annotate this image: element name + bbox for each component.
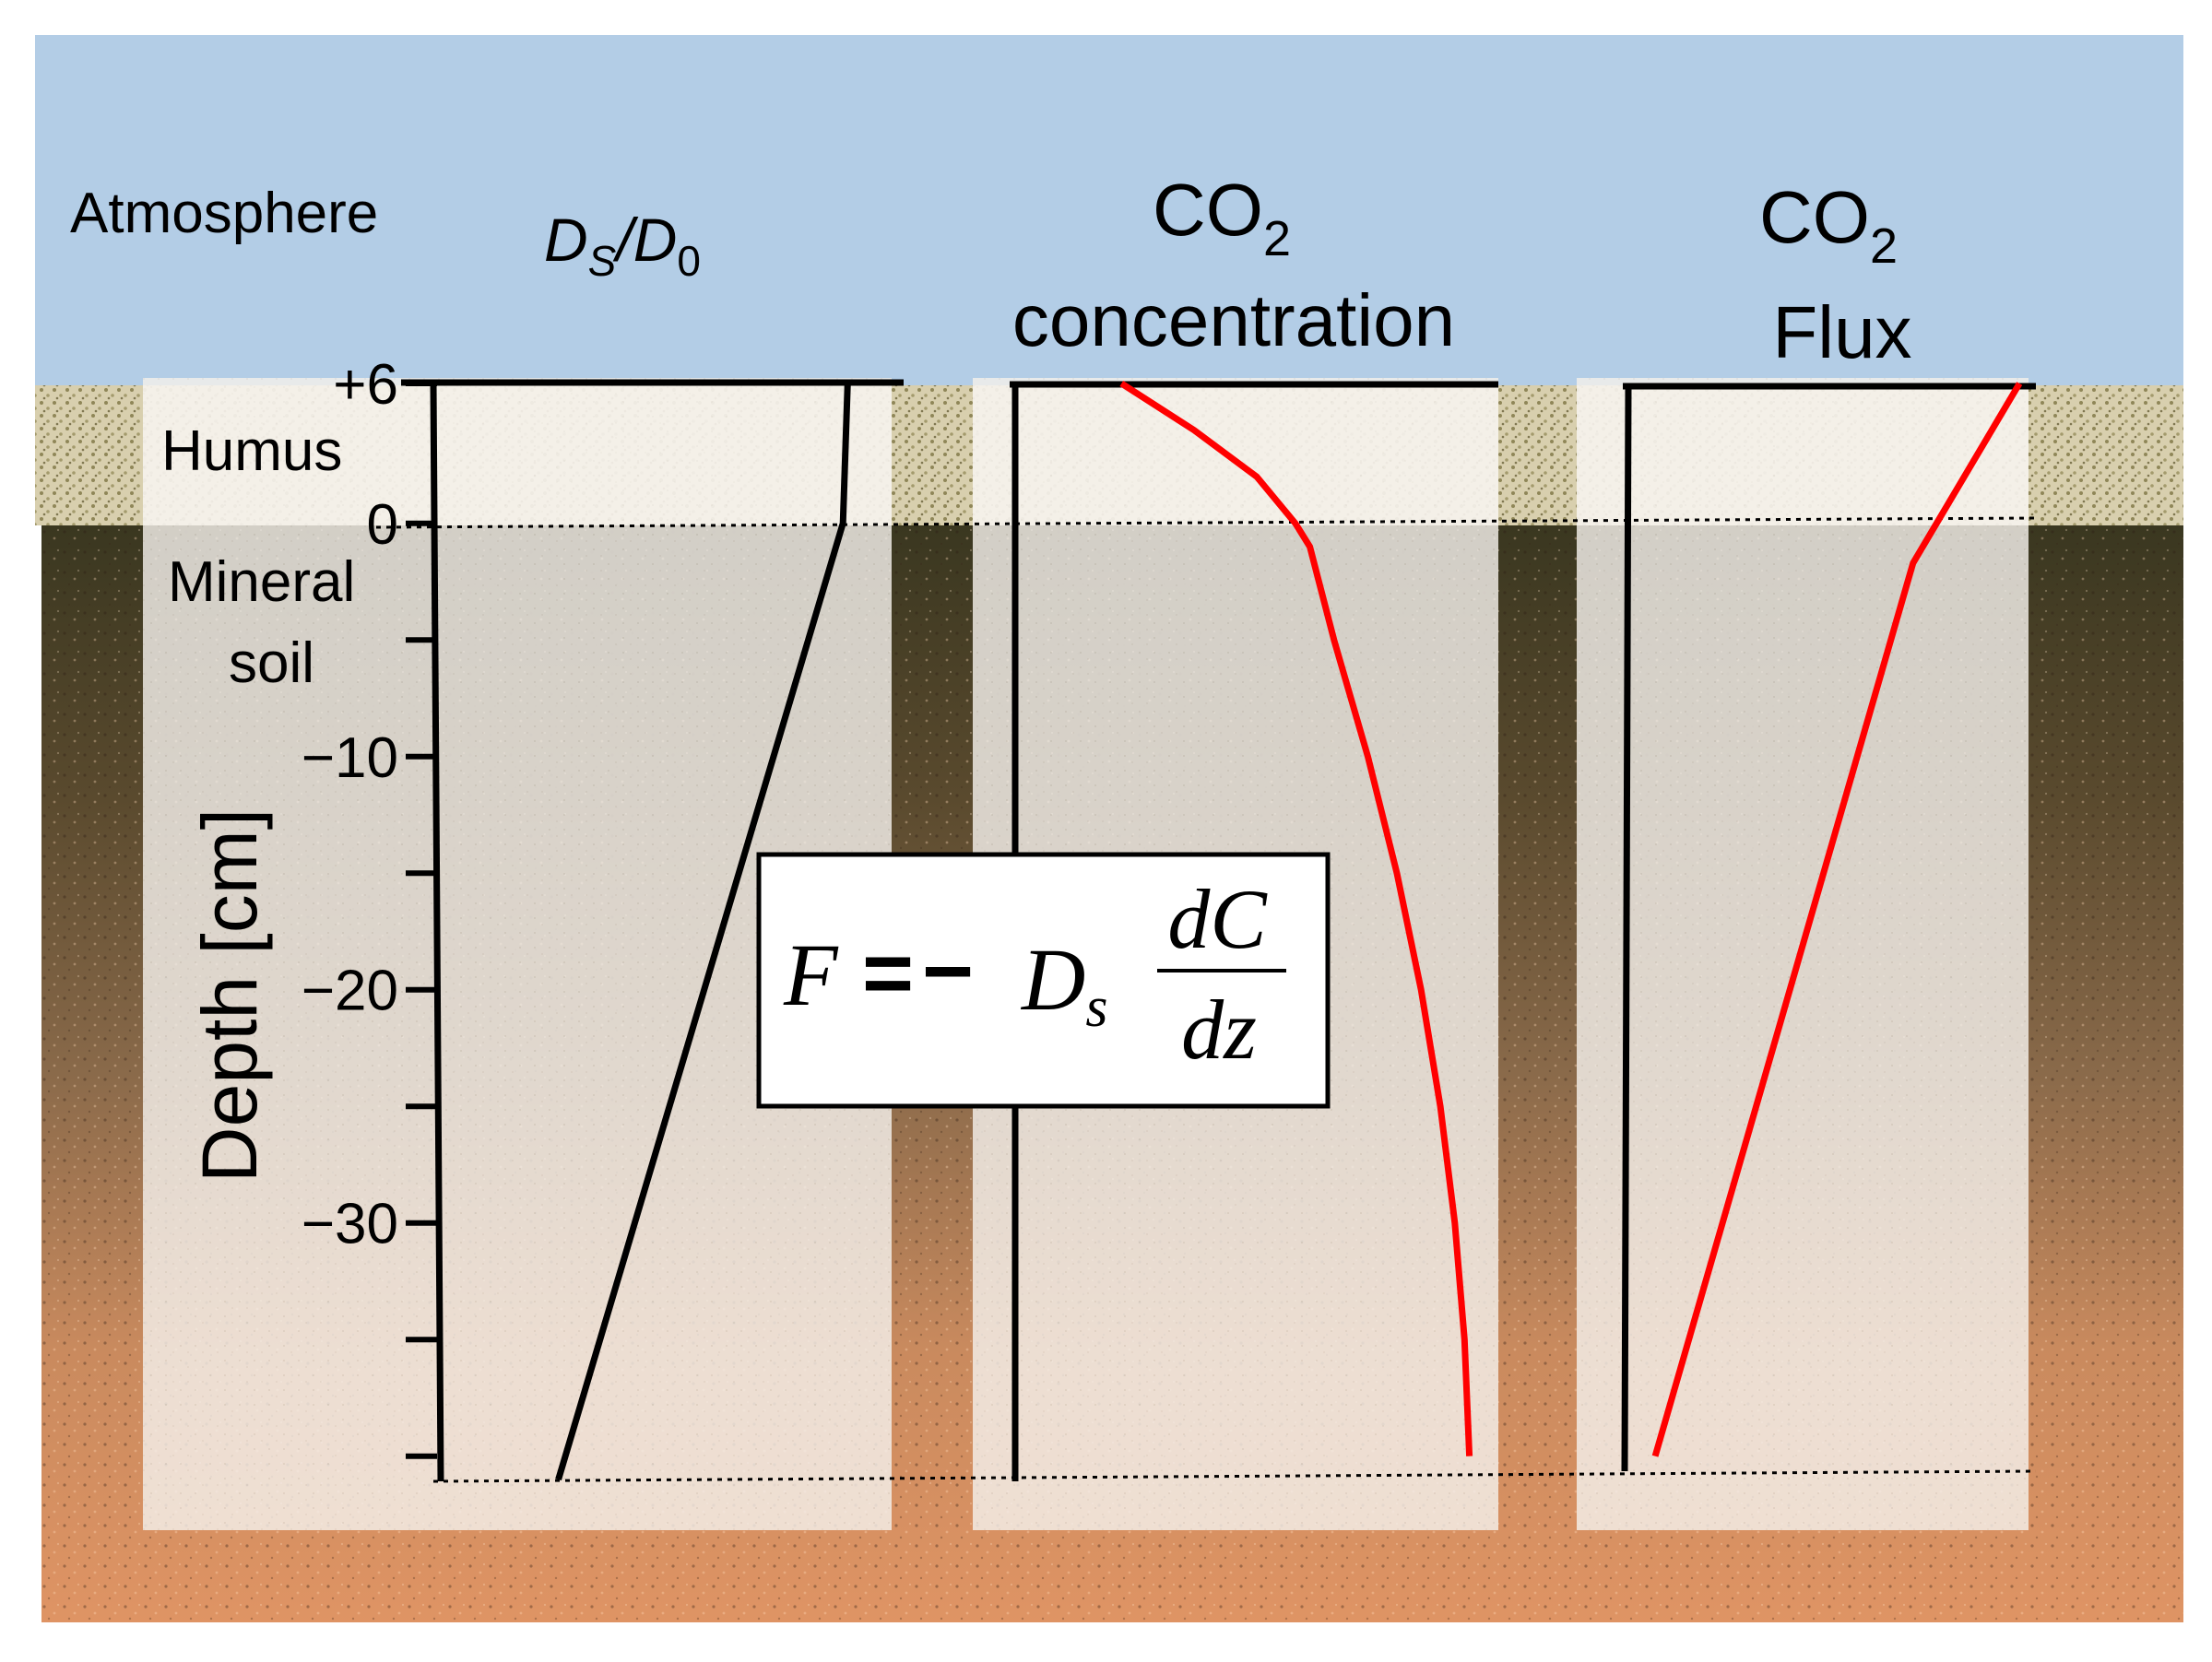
equation-denominator: dz (1181, 983, 1257, 1077)
co2-flux-title-co: CO (1759, 176, 1870, 258)
atmosphere-label: Atmosphere (70, 182, 378, 245)
fick-law-equation: F = − Ds dC dz (756, 852, 1331, 1109)
co2-concentration-title-co: CO (1153, 169, 1263, 251)
co2-flux-profile-line (1651, 382, 2023, 1457)
mineral-soil-label-line1: Mineral (168, 550, 355, 614)
equation-lhs: F (783, 925, 839, 1024)
mineral-soil-label-line2: soil (229, 631, 314, 695)
column-co2-concentration-humus (973, 385, 1498, 525)
co2-concentration-title-line1: CO2 (1153, 169, 1291, 266)
depth-tick-label: +6 (333, 353, 398, 417)
atmosphere-band (35, 35, 2183, 385)
ds-d0-title: DS/D0 (544, 206, 701, 285)
humus-label: Humus (161, 419, 342, 483)
co2-concentration-title-sub: 2 (1263, 211, 1291, 266)
ds-d0-title-sub-s: S (588, 237, 617, 285)
ds-d0-axes (401, 379, 904, 1482)
co2-concentration-title-line2: concentration (1012, 279, 1455, 361)
depth-tick-label: −10 (302, 726, 398, 790)
equation-minus: − (922, 922, 974, 1020)
co2-flux-axes (1621, 383, 2036, 1472)
co2-flux-title-line1: CO2 (1759, 176, 1898, 274)
depth-tick-label: 0 (367, 493, 398, 557)
co2-concentration-profile-line (1119, 381, 1473, 1456)
depth-ticks: +6 0 −10 −20 −30 (302, 353, 437, 1459)
co2-flux-left-axis (1621, 385, 1632, 1472)
ds-d0-left-axis (430, 382, 444, 1482)
equation-coef-sub: s (1085, 976, 1107, 1039)
ds-d0-title-d: D (544, 206, 588, 274)
depth-axis-label: Depth [cm] (186, 808, 273, 1183)
profile-bottom-line (432, 1469, 2037, 1483)
humus-mineral-boundary-line (375, 516, 2037, 529)
column-ds-d0-humus (143, 385, 892, 525)
equation-coefficient: Ds (1020, 930, 1107, 1039)
equation-box (756, 852, 1331, 1109)
depth-tick-label: −30 (302, 1193, 398, 1256)
column-co2-flux-humus (1577, 385, 2029, 525)
equation-numerator: dC (1167, 872, 1268, 966)
ds-d0-title-d2: D (633, 206, 678, 274)
depth-tick-label: −20 (302, 960, 398, 1023)
equation-coef-d: D (1020, 930, 1085, 1029)
equation-equals: = (862, 924, 914, 1022)
ds-d0-title-sub-0: 0 (677, 237, 701, 285)
ds-d0-profile-line (555, 383, 851, 1480)
co2-flux-title-line2: Flux (1772, 291, 1911, 373)
co2-flux-title-sub: 2 (1870, 218, 1898, 274)
